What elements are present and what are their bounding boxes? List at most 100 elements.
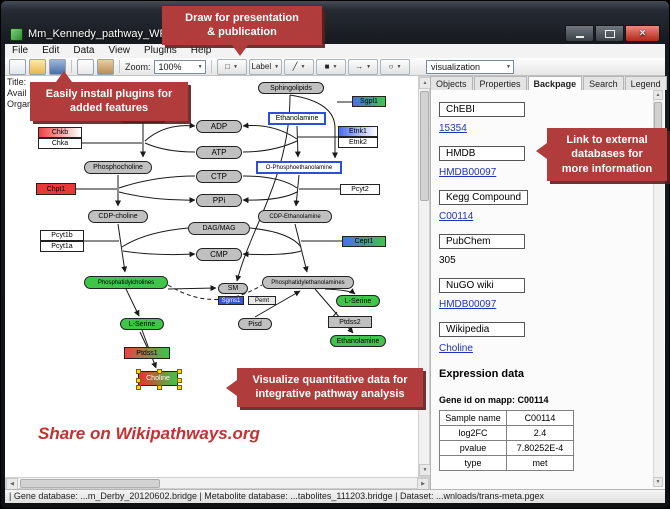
vertical-scroll-thumb[interactable] <box>420 91 429 201</box>
pathway-node-pcyt1b[interactable]: Pcyt1b <box>40 230 84 241</box>
pathway-node-sphingolipids[interactable]: Sphingolipids <box>258 82 324 94</box>
pathway-node-pemt[interactable]: Pemt <box>248 296 276 305</box>
oval-tool-dropdown[interactable]: ○▼ <box>380 58 411 75</box>
menu-file[interactable]: File <box>12 45 29 56</box>
pathway-node-sgpl1[interactable]: Sgpl1 <box>352 96 386 107</box>
menu-plugins[interactable]: Plugins <box>143 45 177 56</box>
backpage-value-wikipedia[interactable]: Choline <box>439 343 473 354</box>
pathway-node-phosphatidylcholines[interactable]: Phosphatidylcholines <box>84 276 168 289</box>
pathway-node-cept1[interactable]: Cept1 <box>342 236 386 247</box>
line-tool-dropdown[interactable]: ╱▼ <box>284 58 315 75</box>
tab-objects[interactable]: Objects <box>430 76 473 90</box>
zoom-combobox[interactable]: 100% ▼ <box>153 59 206 74</box>
scroll-up-icon[interactable]: ▲ <box>653 90 663 100</box>
pathway-node-atp[interactable]: ATP <box>196 146 242 159</box>
pathway-node-pcyt2[interactable]: Pcyt2 <box>340 184 380 195</box>
pathway-node-l-serine[interactable]: L-Serine <box>336 295 380 307</box>
selection-handle[interactable] <box>177 385 182 390</box>
canvas-vertical-scrollbar[interactable]: ▲ ▼ <box>418 76 431 477</box>
pathway-node-ptdss2[interactable]: Ptdss2 <box>328 316 372 328</box>
pathway-canvas[interactable]: Title: Avail Organ SphingolipidsSgpl1Cho… <box>5 76 418 477</box>
pathway-edge[interactable] <box>289 94 338 159</box>
pathway-node-ethanolamine[interactable]: Ethanolamine <box>330 335 386 347</box>
pathway-node-phosphatidylethanolamines[interactable]: Phosphatidylethanolamines <box>262 276 354 289</box>
label-tool-dropdown[interactable]: Label▼ <box>248 58 283 75</box>
shape-tool-dropdown[interactable]: ■▼ <box>316 58 347 75</box>
selection-handle[interactable] <box>157 385 162 390</box>
backpage-value-hmdb[interactable]: HMDB00097 <box>439 167 497 178</box>
pathway-edge[interactable] <box>118 175 196 189</box>
pathway-node-chka[interactable]: Chka <box>38 138 82 149</box>
backpage-value-kegg-compound[interactable]: C00114 <box>439 211 474 222</box>
pathway-node-chpt1[interactable]: Chpt1 <box>36 183 76 195</box>
pathway-node-choline[interactable]: Choline <box>136 369 182 390</box>
pathway-node-ethanolamine[interactable]: Ethanolamine <box>268 112 326 125</box>
pathway-edge[interactable] <box>324 288 356 295</box>
visualization-combobox[interactable]: visualization ▼ <box>426 60 514 74</box>
menu-edit[interactable]: Edit <box>42 45 60 56</box>
pathway-node-phosphocholine[interactable]: Phosphocholine <box>84 161 152 174</box>
open-file-icon[interactable] <box>29 58 46 75</box>
pathway-node-pcyt1a[interactable]: Pcyt1a <box>40 241 84 252</box>
tab-backpage[interactable]: Backpage <box>527 76 583 90</box>
maximize-button[interactable] <box>595 25 624 42</box>
copy-icon[interactable] <box>77 58 94 75</box>
selection-handle[interactable] <box>136 369 141 374</box>
pathway-node-ctp[interactable]: CTP <box>196 170 242 183</box>
menu-help[interactable]: Help <box>190 45 212 56</box>
pathway-node-adp[interactable]: ADP <box>196 120 242 133</box>
pathway-edge[interactable] <box>294 125 301 158</box>
pathway-edge[interactable] <box>254 290 301 318</box>
pathway-node-etnk1[interactable]: Etnk1 <box>338 126 378 137</box>
selection-handle[interactable] <box>177 369 182 374</box>
pathway-node-l-serine[interactable]: L-Serine <box>120 318 164 330</box>
canvas-horizontal-scrollbar[interactable]: ◀ ▶ <box>5 477 430 490</box>
tab-properties[interactable]: Properties <box>473 76 527 90</box>
pathway-node-etnk2[interactable]: Etnk2 <box>338 137 378 148</box>
pathway-node-chkb[interactable]: Chkb <box>38 127 82 138</box>
pathway-edge[interactable] <box>122 250 196 258</box>
pathway-node-ptdss1[interactable]: Ptdss1 <box>124 347 170 359</box>
menu-data[interactable]: Data <box>73 45 95 56</box>
horizontal-scroll-thumb[interactable] <box>20 479 160 488</box>
pathway-node-pisd[interactable]: Pisd <box>238 318 272 330</box>
pathway-edge[interactable] <box>242 250 302 258</box>
pathway-node-ppi[interactable]: PPi <box>196 194 242 207</box>
menu-view[interactable]: View <box>108 45 130 56</box>
pathway-edge[interactable] <box>118 191 196 204</box>
selection-handle[interactable] <box>136 377 141 383</box>
pathway-edge[interactable] <box>117 223 128 273</box>
pathway-edge[interactable] <box>293 174 300 207</box>
pathway-node-cmp[interactable]: CMP <box>196 248 242 261</box>
tab-legend[interactable]: Legend <box>624 76 667 90</box>
backpage-value-nugo-wiki[interactable]: HMDB00097 <box>439 299 497 310</box>
pathway-edge[interactable] <box>294 223 309 273</box>
close-button[interactable]: × <box>625 25 660 42</box>
pathway-edge[interactable] <box>144 142 196 153</box>
selection-handle[interactable] <box>136 385 141 390</box>
pathway-edge[interactable] <box>167 284 263 300</box>
new-file-icon[interactable] <box>9 58 26 75</box>
pathway-edge[interactable] <box>242 140 298 153</box>
pathway-edge[interactable] <box>125 288 140 317</box>
tab-search[interactable]: Search <box>583 76 624 90</box>
pathway-node-cdp-choline[interactable]: CDP-choline <box>88 210 148 223</box>
backpage-value-chebi[interactable]: 15354 <box>439 123 467 134</box>
pathway-node-dag-mag[interactable]: DAG/MAG <box>188 222 250 235</box>
scroll-right-icon[interactable]: ▶ <box>417 478 429 490</box>
pathway-edge[interactable] <box>242 122 298 140</box>
pathway-node-sgms1[interactable]: Sgms1 <box>218 296 244 305</box>
selection-handle[interactable] <box>157 369 162 374</box>
pathway-edge[interactable] <box>121 227 189 248</box>
pathway-edge[interactable] <box>167 285 217 292</box>
minimize-button[interactable] <box>565 25 594 42</box>
pathway-edge[interactable] <box>242 191 298 204</box>
paste-icon[interactable] <box>97 58 114 75</box>
datanode-tool-dropdown[interactable]: □▼ <box>216 58 247 75</box>
scroll-down-icon[interactable]: ▼ <box>653 477 663 487</box>
pathway-node-cdp-ethanolamine[interactable]: CDP-Ethanolamine <box>258 210 332 223</box>
arrow-tool-dropdown[interactable]: →▼ <box>348 58 379 75</box>
pathway-node-o-phosphoethanolamine[interactable]: O-Phosphoethanolamine <box>256 161 342 174</box>
pathway-edge[interactable] <box>144 122 196 142</box>
pathway-edge[interactable] <box>139 331 148 348</box>
